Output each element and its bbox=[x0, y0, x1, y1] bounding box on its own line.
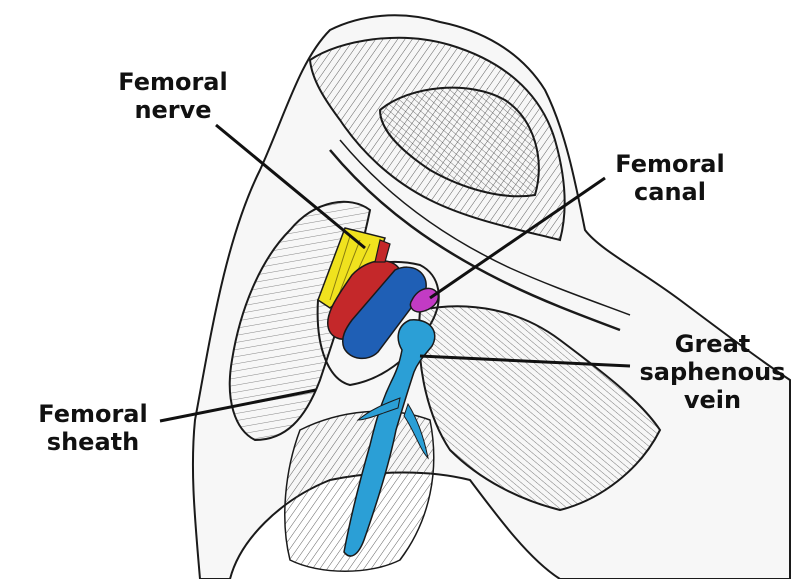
label-femoral-canal-line1: Femoral bbox=[615, 150, 725, 178]
label-great-saphenous-vein-line2: saphenous bbox=[639, 358, 786, 386]
label-great-saphenous-vein-line1: Great bbox=[674, 330, 751, 358]
label-great-saphenous-vein-line3: vein bbox=[683, 386, 742, 414]
inguinal-ligament bbox=[329, 149, 621, 332]
adductor-region bbox=[418, 305, 662, 512]
label-femoral-nerve-line2: nerve bbox=[134, 96, 212, 124]
pointer-femoral-sheath bbox=[159, 388, 317, 423]
great-saphenous-vein bbox=[343, 319, 436, 557]
femoral-canal bbox=[409, 287, 440, 313]
label-femoral-sheath: Femoral sheath bbox=[28, 400, 158, 456]
pointer-femoral-nerve bbox=[215, 123, 366, 250]
label-femoral-nerve-line1: Femoral bbox=[118, 68, 228, 96]
inner-muscle bbox=[378, 86, 540, 198]
label-femoral-sheath-line2: sheath bbox=[46, 428, 140, 456]
label-great-saphenous-vein: Great saphenous vein bbox=[630, 330, 795, 414]
pointer-femoral-canal bbox=[429, 176, 606, 300]
label-femoral-nerve: Femoral nerve bbox=[108, 68, 238, 124]
pointer-great-saphenous-vein bbox=[419, 354, 631, 368]
label-femoral-canal: Femoral canal bbox=[600, 150, 740, 206]
femoral-vein bbox=[341, 266, 427, 360]
label-femoral-canal-line2: canal bbox=[634, 178, 706, 206]
label-femoral-sheath-line1: Femoral bbox=[38, 400, 148, 428]
